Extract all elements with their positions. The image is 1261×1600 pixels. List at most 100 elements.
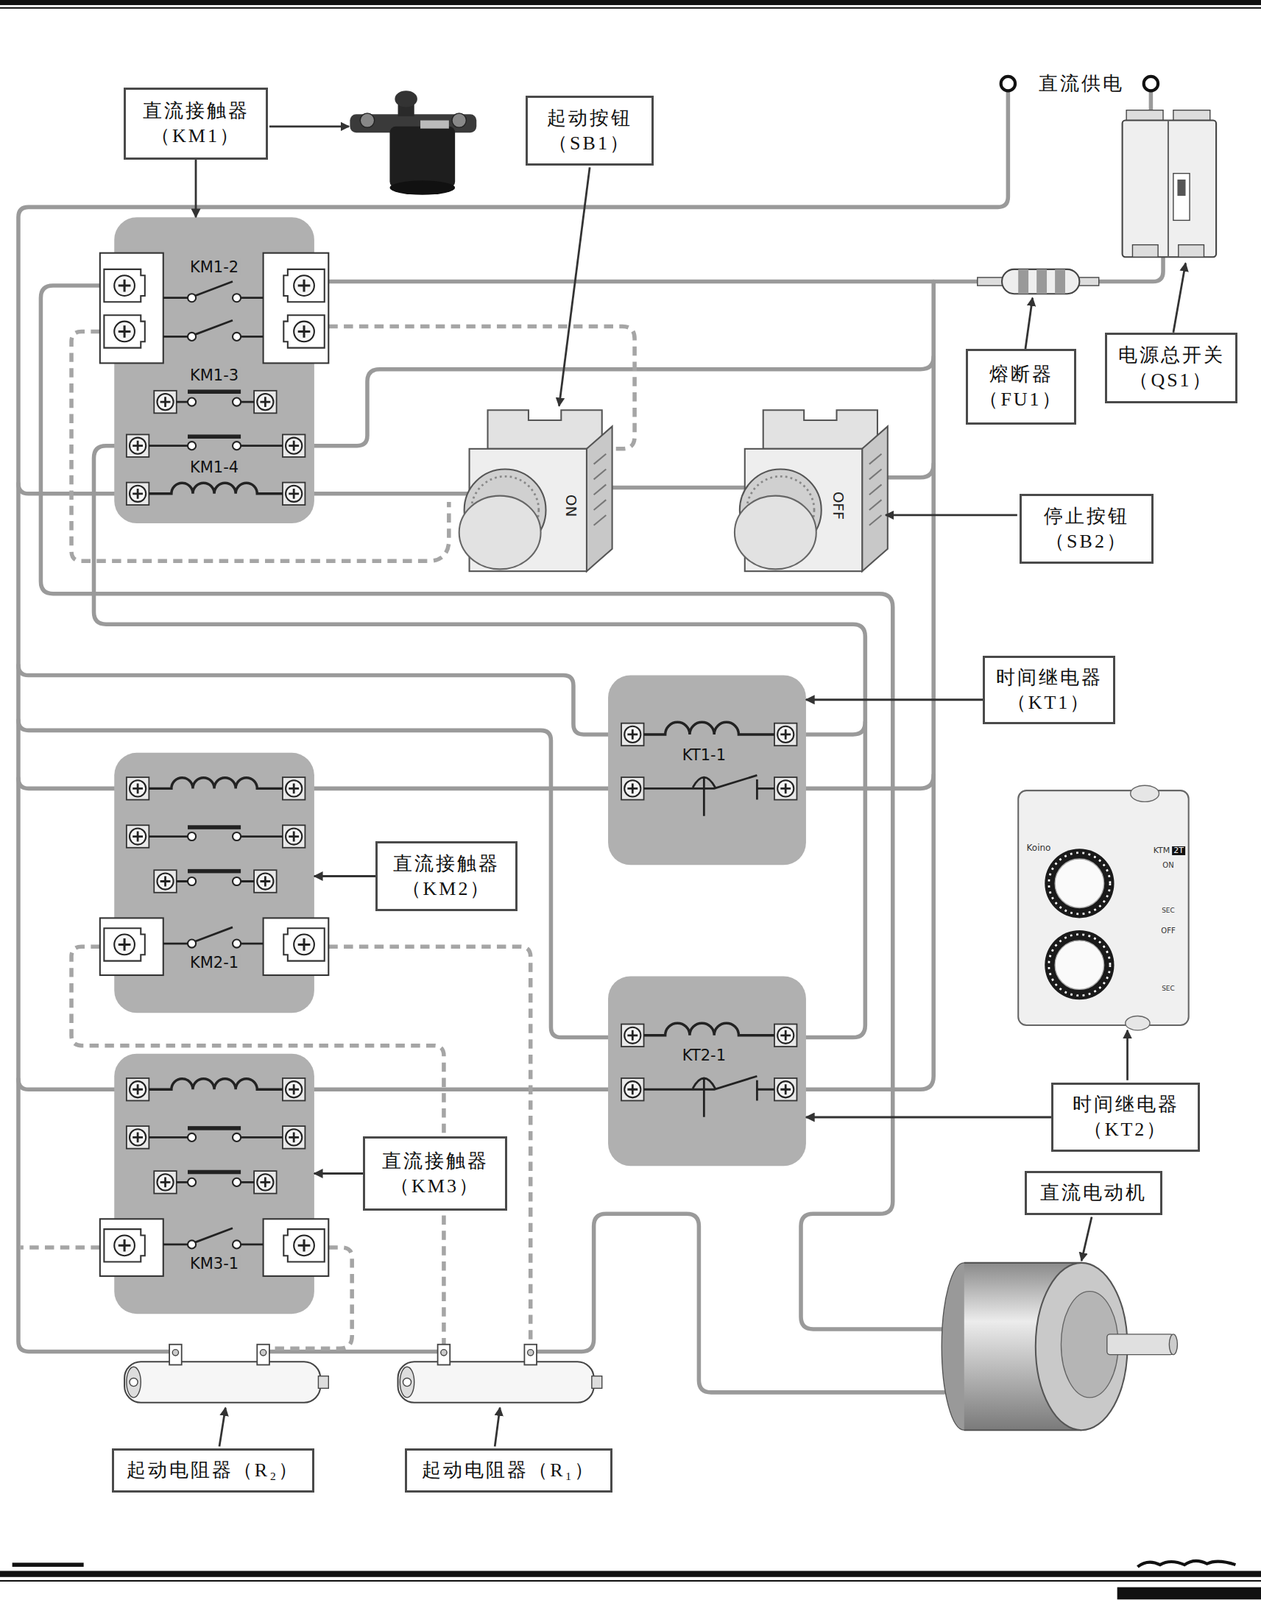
contactor-photo [359,113,374,128]
circuit-breaker [1173,173,1190,221]
contactor-km1 [100,253,164,364]
callout-text: 熔断器 （FU1） [976,362,1066,413]
dashed-wire [328,946,531,1347]
timer-photo [1048,853,1111,915]
push-button [459,410,613,572]
text-label: KTM [1152,846,1172,856]
callout-box: 电源总开关 （QS1） [1104,332,1238,404]
leader-arrow [806,698,983,701]
circuit-breaker [1132,245,1158,258]
contact-label: KT2-1 [680,1046,729,1065]
callout-box: 直流接触器 （KM2） [375,841,518,912]
component-block: KM2-1 [114,753,315,1013]
time-relay-block [608,675,807,1167]
callout-box: 停止按钮 （SB2） [1019,493,1154,564]
contactor-km1 [232,441,241,450]
contactor-km1 [282,482,305,505]
contactor-km1 [103,315,145,348]
motor [1168,1334,1178,1356]
contactor-block [100,1054,329,1315]
circuit-breaker [1177,179,1186,196]
contact-label: KM1-2 [187,258,241,277]
text-label: ON [563,493,580,519]
contactor-km1 [253,390,277,413]
resistor [524,1344,537,1366]
contactor-photo [420,120,450,129]
page-border [0,1570,1261,1577]
fuse [1018,269,1029,294]
leader-line [559,167,591,406]
contactor-km1 [232,293,241,302]
leader-arrow [314,1172,363,1175]
timer-photo [1054,859,1105,909]
contactor-photo [389,180,455,195]
resistor [124,1344,603,1404]
time-relay-block [608,675,807,866]
callout-text: 直流电动机 [1040,1180,1147,1206]
wire [612,485,745,491]
leader-line [1126,1030,1129,1081]
contactor-block [100,753,329,1013]
timer-photo [1130,785,1160,802]
page-border [0,0,1261,6]
contactor-km1 [187,434,241,439]
power-terminal [1143,76,1158,91]
callout-box: 时间继电器 （KT2） [1051,1082,1200,1153]
contactor-photo [451,113,466,128]
motor [941,1263,1178,1431]
leader-arrow [195,159,198,218]
text-label: 直流供电 [1037,73,1126,95]
callout-box: 直流电动机 [1024,1171,1163,1216]
callout-box: 直流接触器 （KM3） [362,1136,508,1211]
timer-photo [1018,790,1189,1026]
leader-arrow [314,875,376,878]
callout-text: 直流接触器 （KM1） [134,98,257,149]
leader-line [219,1408,226,1448]
circuit-breaker [1167,120,1169,258]
timer-photo [1018,785,1189,1031]
contactor-km1 [283,315,324,348]
text-label: ON [1160,861,1175,870]
circuit-breaker [1122,120,1217,258]
leader-line [885,514,1018,517]
wire [306,279,978,285]
wire [293,1087,633,1092]
timer-photo [1044,930,1114,1000]
callout-text: 停止按钮 （SB2） [1030,504,1143,555]
callout-text: 起动电阻器（R₂） [126,1458,300,1484]
contactor-km1 [187,332,196,341]
component-block: KM1-2KM1-3KM1-4 [114,217,315,524]
text-label: SEC [1160,907,1177,916]
contactor-photo [349,90,477,195]
push-button [459,410,888,572]
text-label: Koino [1025,843,1053,854]
callout-text: 直流接触器 （KM3） [373,1149,497,1200]
callout-box: 起动按钮 （SB1） [525,95,654,166]
contactor-km1 [187,389,241,394]
callout-text: 电源总开关 （QS1） [1115,343,1227,394]
component-block: KT1-1 [608,675,807,866]
callout-box: 直流接触器 （KM1） [123,87,268,160]
wire [534,1213,944,1393]
contactor-km1 [187,441,196,450]
callout-text: 起动电阻器（R₁） [421,1458,595,1484]
wire [785,281,934,1091]
callout-box: 起动电阻器（R₁） [404,1448,613,1493]
callout-box: 起动电阻器（R₂） [111,1448,315,1493]
callout-text: 起动按钮 （SB1） [536,106,643,157]
text-label: 2T [1171,846,1186,856]
contactor-photo [394,90,417,107]
contactor-km1 [187,398,196,407]
wire [293,491,469,497]
leader-line [1025,298,1033,349]
timer-photo [1048,934,1111,996]
contactor-km1 [103,269,145,302]
circuit-breaker [1122,110,1217,258]
resistor [398,1361,603,1403]
wire [18,720,633,1038]
resistor [124,1361,329,1403]
dashed-wire [20,326,635,1350]
timer-photo [1044,848,1114,918]
